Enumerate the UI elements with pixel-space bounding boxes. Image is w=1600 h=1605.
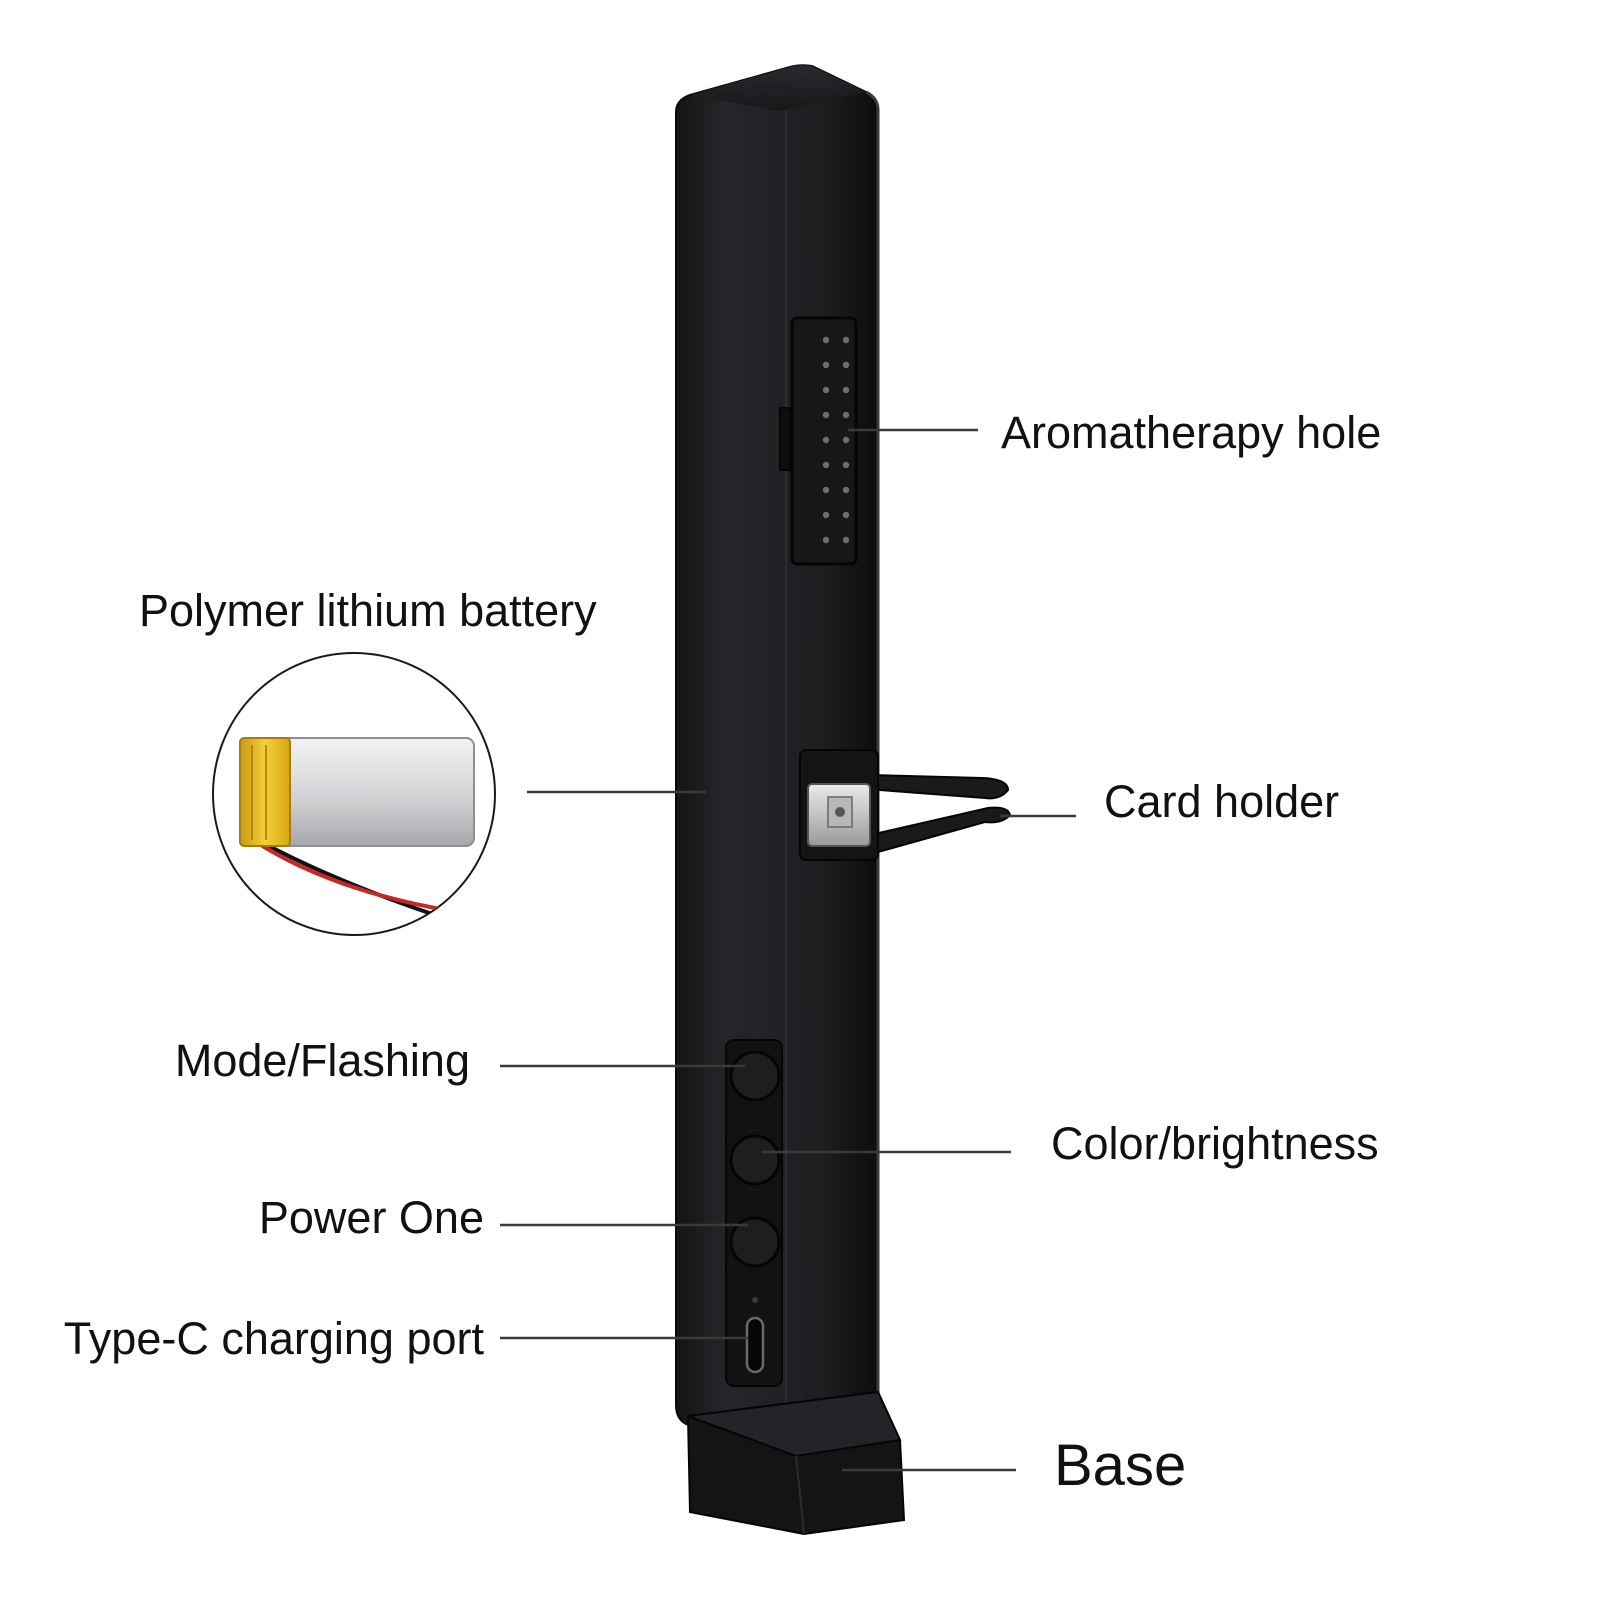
aroma-hole xyxy=(842,536,850,544)
indicator-led xyxy=(752,1297,758,1303)
aroma-hole xyxy=(822,461,830,469)
control-panel xyxy=(725,1039,783,1387)
leader-lines xyxy=(500,428,1076,1472)
aroma-hole xyxy=(842,511,850,519)
aroma-hole xyxy=(822,386,830,394)
aroma-hole xyxy=(842,386,850,394)
label-mode-flashing: Mode/Flashing xyxy=(174,1035,470,1086)
aroma-hole xyxy=(822,436,830,444)
aromatherapy-holes xyxy=(822,336,850,544)
battery-inset xyxy=(212,652,496,936)
aroma-hole xyxy=(842,486,850,494)
label-polymer-lithium-battery: Polymer lithium battery xyxy=(139,585,597,636)
aroma-hole xyxy=(822,536,830,544)
type-c-port[interactable] xyxy=(745,1316,765,1374)
aroma-hole xyxy=(822,411,830,419)
label-color-brightness: Color/brightness xyxy=(1051,1118,1379,1169)
label-base: Base xyxy=(1054,1433,1187,1498)
aroma-hole xyxy=(822,486,830,494)
aroma-hole xyxy=(842,461,850,469)
aroma-hole xyxy=(842,361,850,369)
power-button[interactable] xyxy=(729,1216,781,1268)
label-card-holder: Card holder xyxy=(1104,776,1340,827)
base-stand xyxy=(686,1390,906,1536)
card-holder-clip xyxy=(799,749,1012,861)
aroma-hole xyxy=(822,361,830,369)
aroma-hole xyxy=(842,436,850,444)
mode-flashing-button[interactable] xyxy=(729,1050,781,1102)
color-brightness-button[interactable] xyxy=(729,1134,781,1186)
label-aromatherapy-hole: Aromatherapy hole xyxy=(1001,407,1382,458)
label-type-c-charging-port: Type-C charging port xyxy=(63,1313,484,1364)
aroma-hole xyxy=(842,411,850,419)
aroma-hole xyxy=(822,336,830,344)
aroma-hole xyxy=(822,511,830,519)
aroma-hole xyxy=(842,336,850,344)
label-power-one: Power One xyxy=(258,1192,484,1243)
